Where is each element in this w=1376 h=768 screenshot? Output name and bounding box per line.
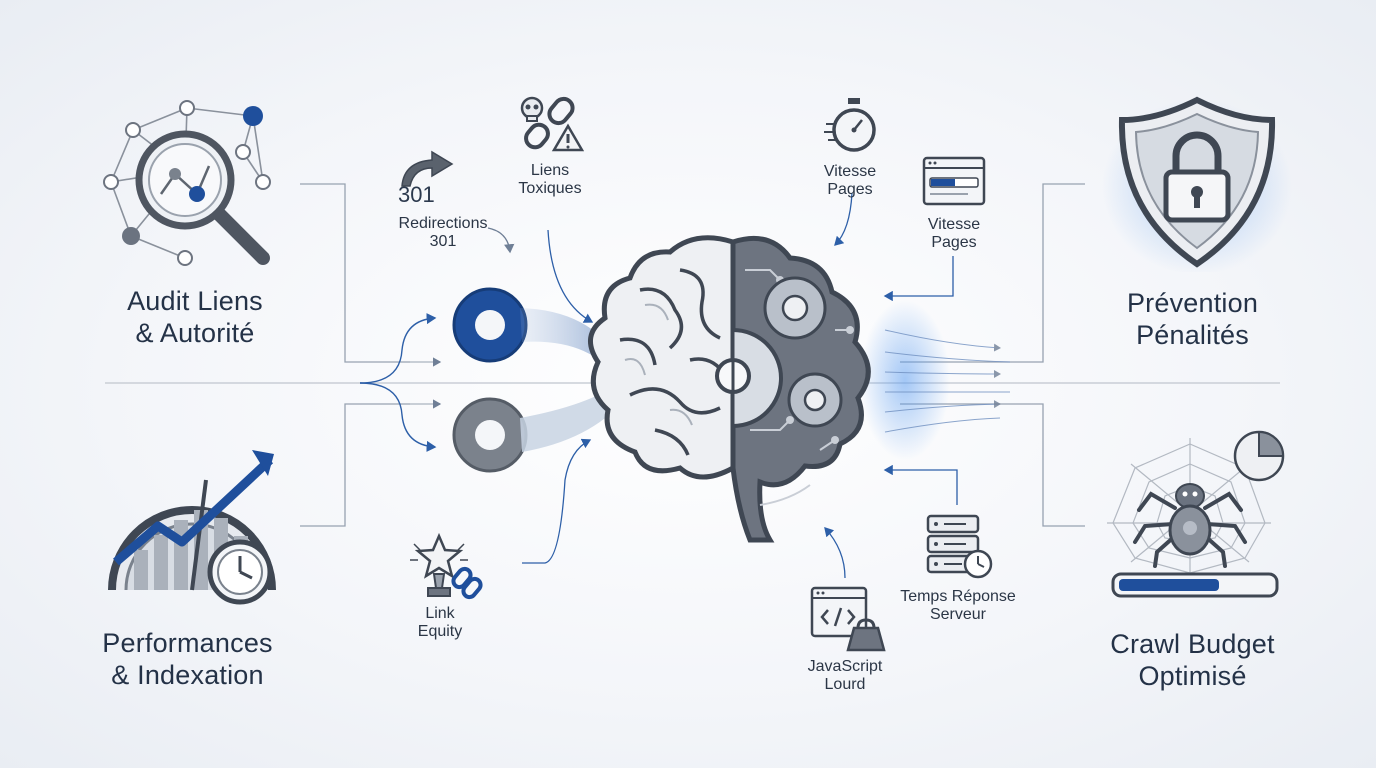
redirections-label: Redirections 301 bbox=[368, 215, 518, 251]
performance-title: Performances & Indexation bbox=[80, 627, 295, 691]
redirections-line1: Redirections bbox=[398, 215, 488, 232]
star-trophy-link-icon bbox=[410, 532, 483, 600]
speed2-line2: Pages bbox=[931, 234, 977, 251]
js-label: JavaScript Lourd bbox=[790, 658, 900, 694]
js-line2: Lourd bbox=[824, 676, 866, 693]
skull-broken-link-icon bbox=[520, 96, 584, 152]
toxic-label: Liens Toxiques bbox=[490, 162, 610, 198]
audit-title: Audit Liens & Autorité bbox=[90, 285, 300, 349]
prevention-title-line2: Pénalités bbox=[1136, 320, 1249, 350]
server-clock-icon bbox=[926, 514, 993, 579]
server-line2: Serveur bbox=[929, 606, 987, 623]
redirect-badge: 301 bbox=[398, 182, 435, 207]
audit-title-line1: Audit Liens bbox=[127, 286, 263, 316]
prevention-title: Prévention Pénalités bbox=[1085, 287, 1300, 351]
performance-title-line2: & Indexation bbox=[111, 660, 264, 690]
server-line1: Temps Réponse bbox=[900, 588, 1016, 605]
equity-line1: Link bbox=[425, 605, 455, 622]
stopwatch-icon bbox=[824, 98, 876, 152]
code-weight-icon bbox=[810, 586, 886, 652]
equity-line2: Equity bbox=[417, 623, 463, 640]
redirections-line2: 301 bbox=[429, 233, 457, 250]
js-line1: JavaScript bbox=[807, 658, 883, 675]
link-chain-icon bbox=[452, 287, 528, 473]
crawl-title: Crawl Budget Optimisé bbox=[1085, 628, 1300, 692]
crawl-title-line1: Crawl Budget bbox=[1110, 629, 1275, 659]
speed2-label: Vitesse Pages bbox=[904, 216, 1004, 252]
toxic-line2: Toxiques bbox=[518, 180, 582, 197]
gauge-growth-clock-icon bbox=[108, 450, 276, 605]
browser-loading-icon bbox=[922, 156, 986, 206]
crawl-title-line2: Optimisé bbox=[1138, 661, 1247, 691]
spider-web-progress-icon bbox=[1107, 430, 1285, 598]
prevention-title-line1: Prévention bbox=[1126, 288, 1259, 318]
speed1-label: Vitesse Pages bbox=[800, 163, 900, 199]
performance-title-line1: Performances bbox=[102, 628, 273, 658]
speed2-line1: Vitesse bbox=[927, 216, 981, 233]
equity-label: Link Equity bbox=[390, 605, 490, 641]
brain-gears-icon bbox=[452, 235, 871, 543]
audit-title-line2: & Autorité bbox=[135, 318, 255, 348]
server-label: Temps Réponse Serveur bbox=[888, 588, 1028, 624]
network-magnifier-icon bbox=[103, 100, 271, 266]
speed1-line2: Pages bbox=[827, 181, 873, 198]
shield-lock-icon bbox=[1102, 96, 1292, 272]
toxic-line1: Liens bbox=[530, 162, 570, 179]
redirect-arrow-icon bbox=[401, 150, 454, 187]
speed1-line1: Vitesse bbox=[823, 163, 877, 180]
